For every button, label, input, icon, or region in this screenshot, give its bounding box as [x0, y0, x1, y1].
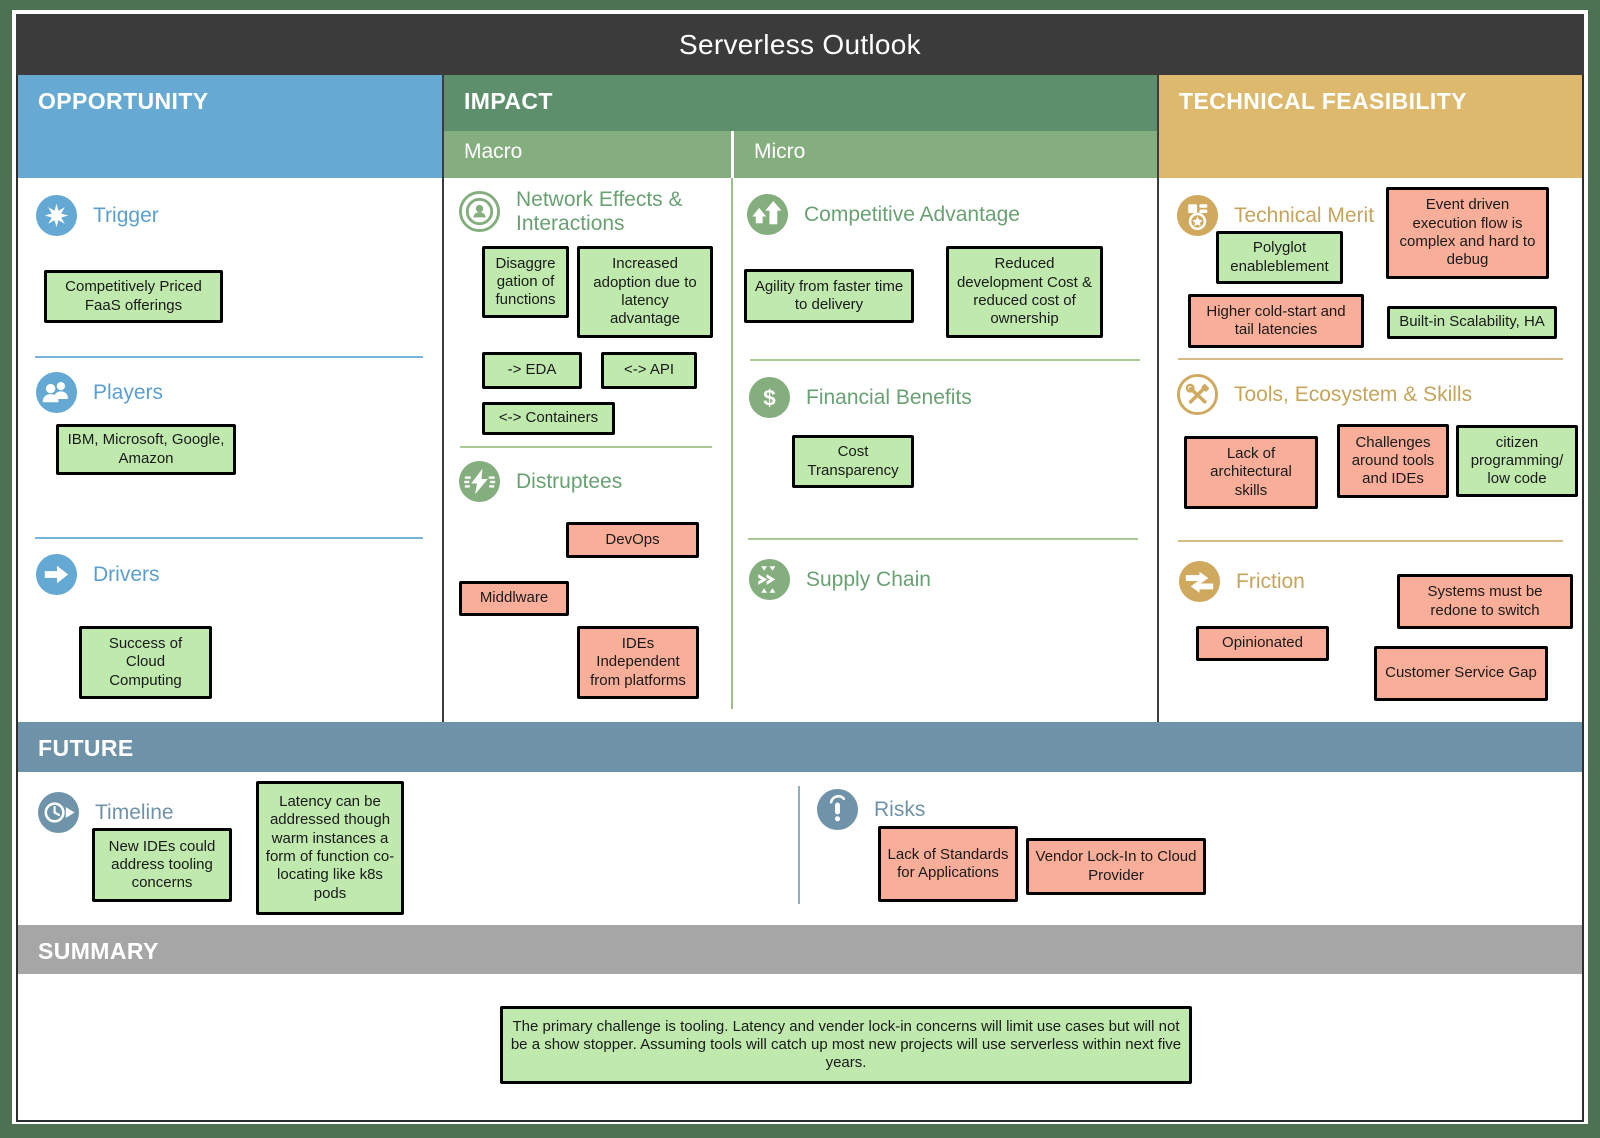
- svg-text:$: $: [763, 385, 776, 410]
- sticky-note[interactable]: Lack of architectural skills: [1184, 436, 1318, 509]
- sticky-note[interactable]: Increased adoption due to latency advant…: [577, 246, 713, 338]
- friction-group: Friction: [1178, 560, 1305, 603]
- risks-group: Risks: [816, 788, 925, 831]
- sticky-note[interactable]: Opinionated: [1196, 626, 1329, 661]
- future-separator: [798, 786, 800, 904]
- dollar-sign-icon: $: [748, 376, 791, 419]
- impact-macro-subheader: Macro: [464, 140, 523, 163]
- opportunity-header-band: OPPORTUNITY: [18, 75, 442, 178]
- opportunity-header: OPPORTUNITY: [38, 88, 209, 114]
- distruptees-group: Distruptees: [458, 460, 622, 503]
- impact-macro-subheader-band: Macro: [444, 131, 731, 178]
- supply-chain-group: Supply Chain: [748, 558, 931, 601]
- sticky-note[interactable]: IBM, Microsoft, Google, Amazon: [56, 424, 236, 475]
- sticky-note[interactable]: Customer Service Gap: [1374, 646, 1548, 701]
- sticky-note[interactable]: -> EDA: [482, 352, 582, 389]
- sticky-note[interactable]: Built-in Scalability, HA: [1387, 306, 1557, 339]
- impact-micro-subheader-band: Micro: [734, 131, 1157, 178]
- flow-arrows-icon: [748, 558, 791, 601]
- sticky-note[interactable]: Systems must be redone to switch: [1397, 574, 1573, 629]
- distruptees-label: Distruptees: [516, 469, 623, 493]
- section-divider: [748, 538, 1138, 540]
- sticky-note[interactable]: Lack of Standards for Applications: [878, 826, 1018, 902]
- alert-lock-icon: [816, 788, 859, 831]
- section-divider: [1178, 358, 1563, 360]
- sticky-note[interactable]: IDEs Independent from platforms: [577, 626, 699, 699]
- macro-micro-separator: [731, 178, 733, 709]
- summary-note[interactable]: The primary challenge is tooling. Latenc…: [500, 1006, 1192, 1084]
- technical-merit-label: Technical Merit: [1234, 203, 1375, 227]
- impact-header-band: IMPACT: [444, 75, 1157, 131]
- financial-benefits-group: $ Financial Benefits: [748, 376, 972, 419]
- network-effects-group: Network Effects & Interactions: [458, 188, 698, 235]
- supply-chain-label: Supply Chain: [806, 567, 931, 591]
- sticky-note[interactable]: <-> API: [601, 352, 697, 389]
- players-group: Players: [35, 371, 163, 414]
- medal-icon: [1176, 194, 1219, 237]
- crossed-tools-icon: [1176, 373, 1219, 416]
- sticky-note[interactable]: Polyglot enableblement: [1216, 231, 1343, 284]
- future-header: FUTURE: [38, 735, 134, 761]
- column-separator: [1157, 75, 1159, 722]
- section-divider: [1178, 540, 1563, 542]
- impact-header: IMPACT: [464, 88, 553, 114]
- opposing-arrows-icon: [1178, 560, 1221, 603]
- sticky-note[interactable]: Competitively Priced FaaS offerings: [44, 270, 223, 323]
- sticky-note[interactable]: DevOps: [566, 522, 699, 558]
- title-bar: Serverless Outlook: [16, 14, 1584, 75]
- technical-header-band: TECHNICAL FEASIBILITY: [1159, 75, 1582, 178]
- column-separator: [442, 75, 444, 722]
- sticky-note[interactable]: Latency can be addressed though warm ins…: [256, 781, 404, 915]
- tools-ecosystem-label: Tools, Ecosystem & Skills: [1234, 382, 1473, 406]
- tools-ecosystem-group: Tools, Ecosystem & Skills: [1176, 373, 1472, 416]
- sticky-note[interactable]: citizen programming/ low code: [1456, 425, 1578, 497]
- clock-arrow-icon: [37, 791, 80, 834]
- sticky-note[interactable]: Cost Transparency: [792, 435, 914, 488]
- competitive-advantage-group: Competitive Advantage: [746, 193, 1020, 236]
- sticky-note[interactable]: Event driven execution flow is complex a…: [1386, 187, 1549, 279]
- double-up-arrows-icon: [746, 193, 789, 236]
- trigger-label: Trigger: [93, 203, 159, 227]
- sticky-note[interactable]: <-> Containers: [482, 402, 615, 435]
- sticky-note[interactable]: Higher cold-start and tail latencies: [1188, 294, 1364, 348]
- section-divider: [35, 356, 423, 358]
- sticky-note[interactable]: Reduced development Cost & reduced cost …: [946, 246, 1103, 338]
- section-divider: [35, 537, 423, 539]
- sticky-note[interactable]: Vendor Lock-In to Cloud Provider: [1026, 838, 1206, 895]
- players-label: Players: [93, 380, 164, 404]
- competitive-advantage-label: Competitive Advantage: [804, 202, 1020, 226]
- board-title: Serverless Outlook: [679, 28, 921, 60]
- forward-arrow-icon: [35, 553, 78, 596]
- impact-micro-subheader: Micro: [754, 140, 806, 163]
- summary-header: SUMMARY: [38, 938, 159, 964]
- timeline-group: Timeline: [37, 791, 174, 834]
- lightning-icon: [458, 460, 501, 503]
- technical-merit-group: Technical Merit: [1176, 194, 1374, 237]
- section-divider: [750, 359, 1140, 361]
- sticky-note[interactable]: Agility from faster time to delivery: [744, 269, 914, 323]
- risks-label: Risks: [874, 797, 926, 821]
- drivers-label: Drivers: [93, 562, 160, 586]
- sticky-note[interactable]: Challenges around tools and IDEs: [1337, 424, 1449, 498]
- star-burst-icon: [35, 194, 78, 237]
- sticky-note[interactable]: Disaggre gation of functions: [482, 246, 569, 318]
- network-effects-label: Network Effects & Interactions: [516, 188, 683, 235]
- future-header-band: FUTURE: [18, 722, 1582, 772]
- drivers-group: Drivers: [35, 553, 160, 596]
- trigger-group: Trigger: [35, 194, 159, 237]
- section-divider: [460, 446, 712, 448]
- people-icon: [35, 371, 78, 414]
- sticky-note[interactable]: New IDEs could address tooling concerns: [92, 828, 232, 902]
- broadcast-person-icon: [458, 190, 501, 233]
- timeline-label: Timeline: [95, 800, 174, 824]
- summary-header-band: SUMMARY: [18, 925, 1582, 974]
- sticky-note[interactable]: Success of Cloud Computing: [79, 626, 212, 699]
- financial-benefits-label: Financial Benefits: [806, 385, 972, 409]
- friction-label: Friction: [1236, 569, 1305, 593]
- sticky-note[interactable]: Middlware: [459, 581, 569, 616]
- technical-header: TECHNICAL FEASIBILITY: [1179, 88, 1467, 114]
